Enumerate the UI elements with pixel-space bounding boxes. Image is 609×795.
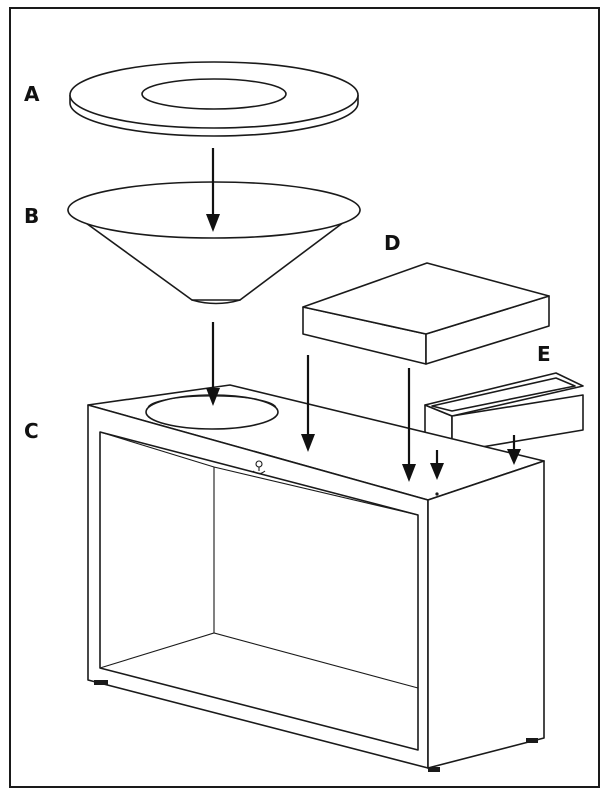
foot bbox=[428, 767, 440, 772]
label-a: A bbox=[24, 82, 40, 106]
part-a-ring bbox=[69, 61, 359, 137]
label-d: D bbox=[384, 231, 401, 255]
arrow-b-to-c bbox=[206, 322, 220, 406]
label-e: E bbox=[537, 342, 551, 366]
arrow-d-right bbox=[402, 368, 416, 482]
label-b: B bbox=[24, 204, 39, 228]
arrow-e-right bbox=[507, 435, 521, 465]
label-c: C bbox=[24, 419, 39, 443]
arrow-e-left bbox=[430, 450, 444, 480]
diagram-frame bbox=[9, 7, 600, 788]
part-c-cabinet bbox=[87, 384, 545, 772]
arrow-d-left bbox=[301, 355, 315, 452]
part-d-block bbox=[302, 262, 550, 365]
fitting-mark bbox=[252, 460, 266, 475]
foot bbox=[526, 738, 538, 743]
arrow-a-to-b bbox=[206, 148, 220, 232]
foot bbox=[94, 680, 108, 685]
